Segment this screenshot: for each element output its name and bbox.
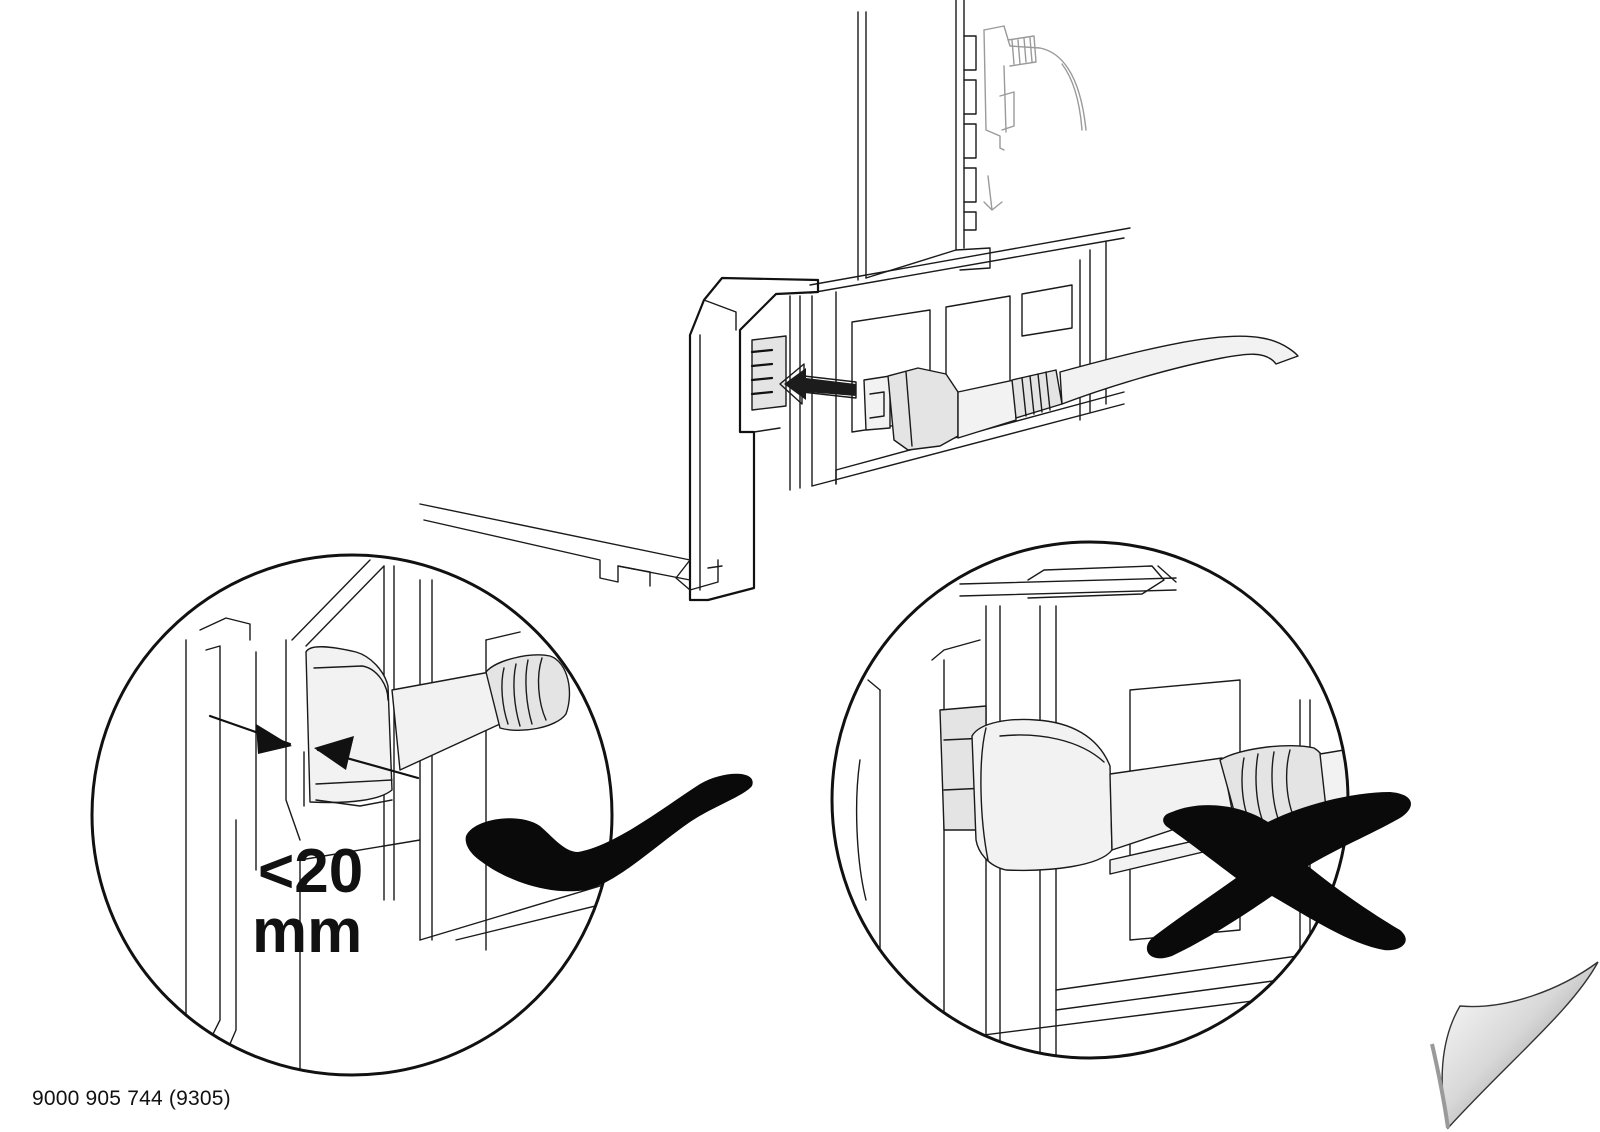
document-code: 9000 905 744 (9305) — [32, 1087, 231, 1111]
inset-hose-top — [984, 26, 1086, 210]
appliance-rear-view — [420, 0, 1298, 600]
detail-incorrect — [820, 530, 1411, 1070]
detail-correct: <20 mm — [80, 540, 753, 1100]
dimension-unit: mm — [252, 897, 362, 966]
dimension-value: <20 — [258, 837, 363, 906]
page-curl-icon — [1432, 962, 1598, 1132]
